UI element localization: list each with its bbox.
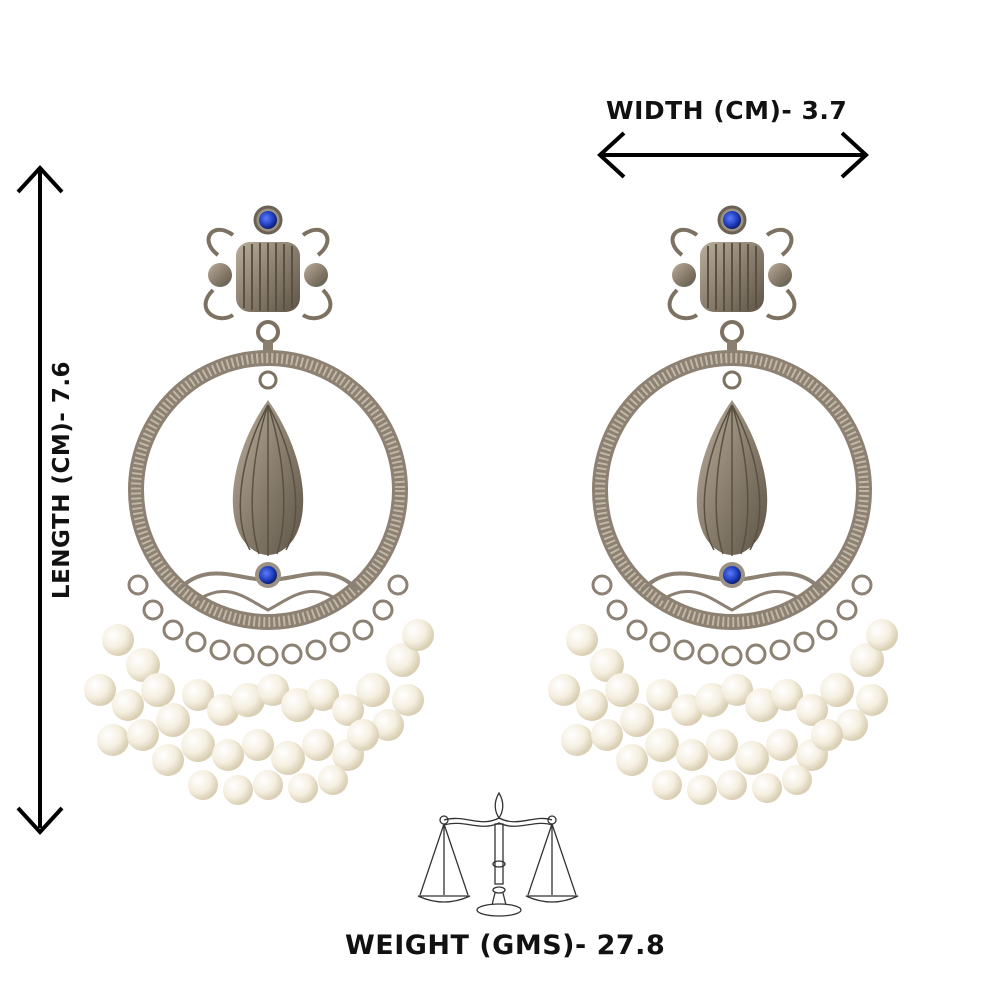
weight-label: WEIGHT (GMS)- 27.8 (345, 930, 666, 961)
width-label: WIDTH (CM)- 3.7 (606, 96, 848, 125)
length-label: LENGTH (CM)- 7.6 (49, 360, 75, 600)
